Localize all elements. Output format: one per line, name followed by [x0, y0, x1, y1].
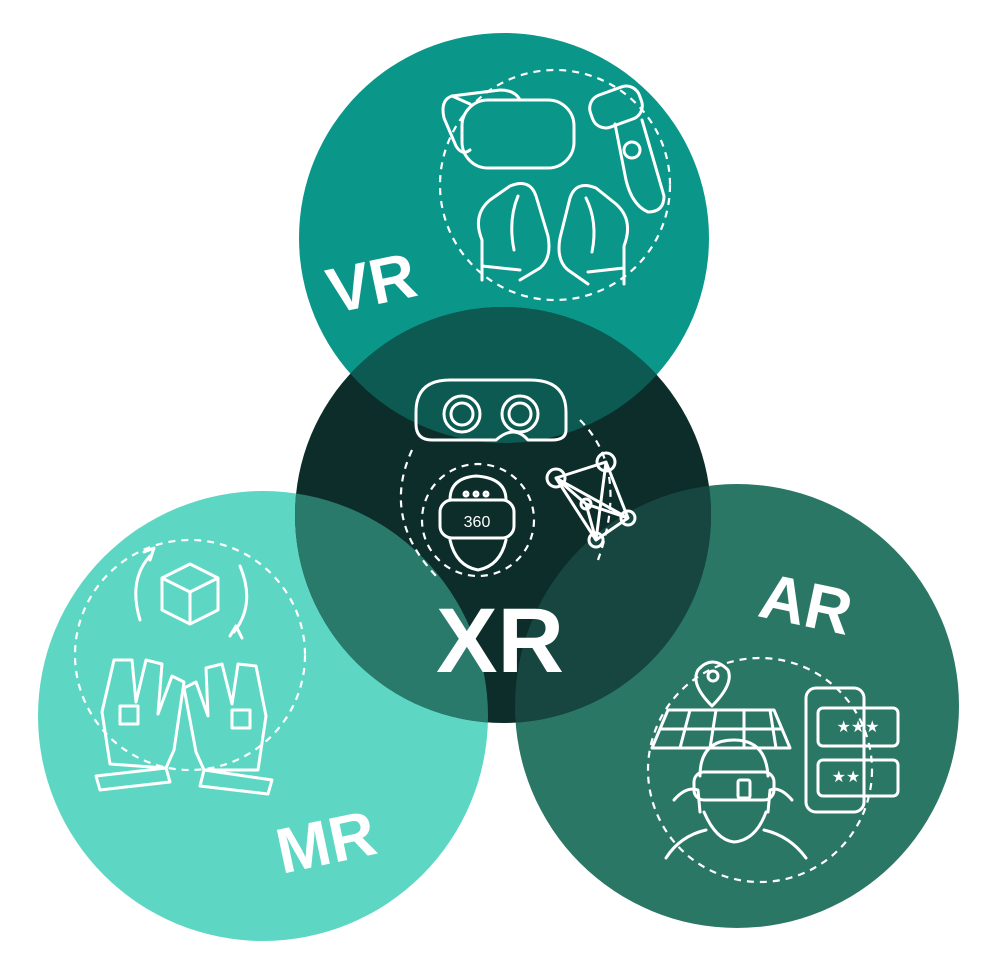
ar-phone-reviews-icon: ★★★ ★★ [804, 686, 900, 814]
vr-headset-icon [441, 88, 576, 170]
ar-map-pin-icon [650, 660, 792, 750]
vr-hands-icon [476, 182, 630, 286]
vr-dashed-ring [438, 68, 672, 302]
vr-xr-overlap [299, 307, 709, 443]
xr-360-badge: 360 [464, 514, 491, 531]
ar-icon-group: ★★★ ★★ AR [646, 559, 900, 884]
mr-xr-overlap [295, 491, 488, 723]
svg-text:★★★: ★★★ [836, 719, 879, 736]
xr-goggles-icon [414, 378, 568, 442]
xr-icon-group: 360 XR [399, 378, 637, 692]
svg-text:★★: ★★ [832, 769, 861, 786]
xr-dashed-arc [399, 419, 612, 581]
vr-controller-icon [588, 84, 666, 214]
mr-cube-icon [134, 546, 249, 640]
ar-dashed-ring [646, 656, 874, 884]
xr-network-icon [545, 451, 637, 549]
xr-center-label: XR [436, 590, 564, 692]
xr-360-person-icon: 360 [420, 462, 536, 578]
ar-person-icon [664, 738, 808, 860]
ar-xr-overlap [515, 484, 711, 723]
mr-gloves-icon [94, 658, 274, 796]
mr-dashed-ring [73, 538, 307, 772]
